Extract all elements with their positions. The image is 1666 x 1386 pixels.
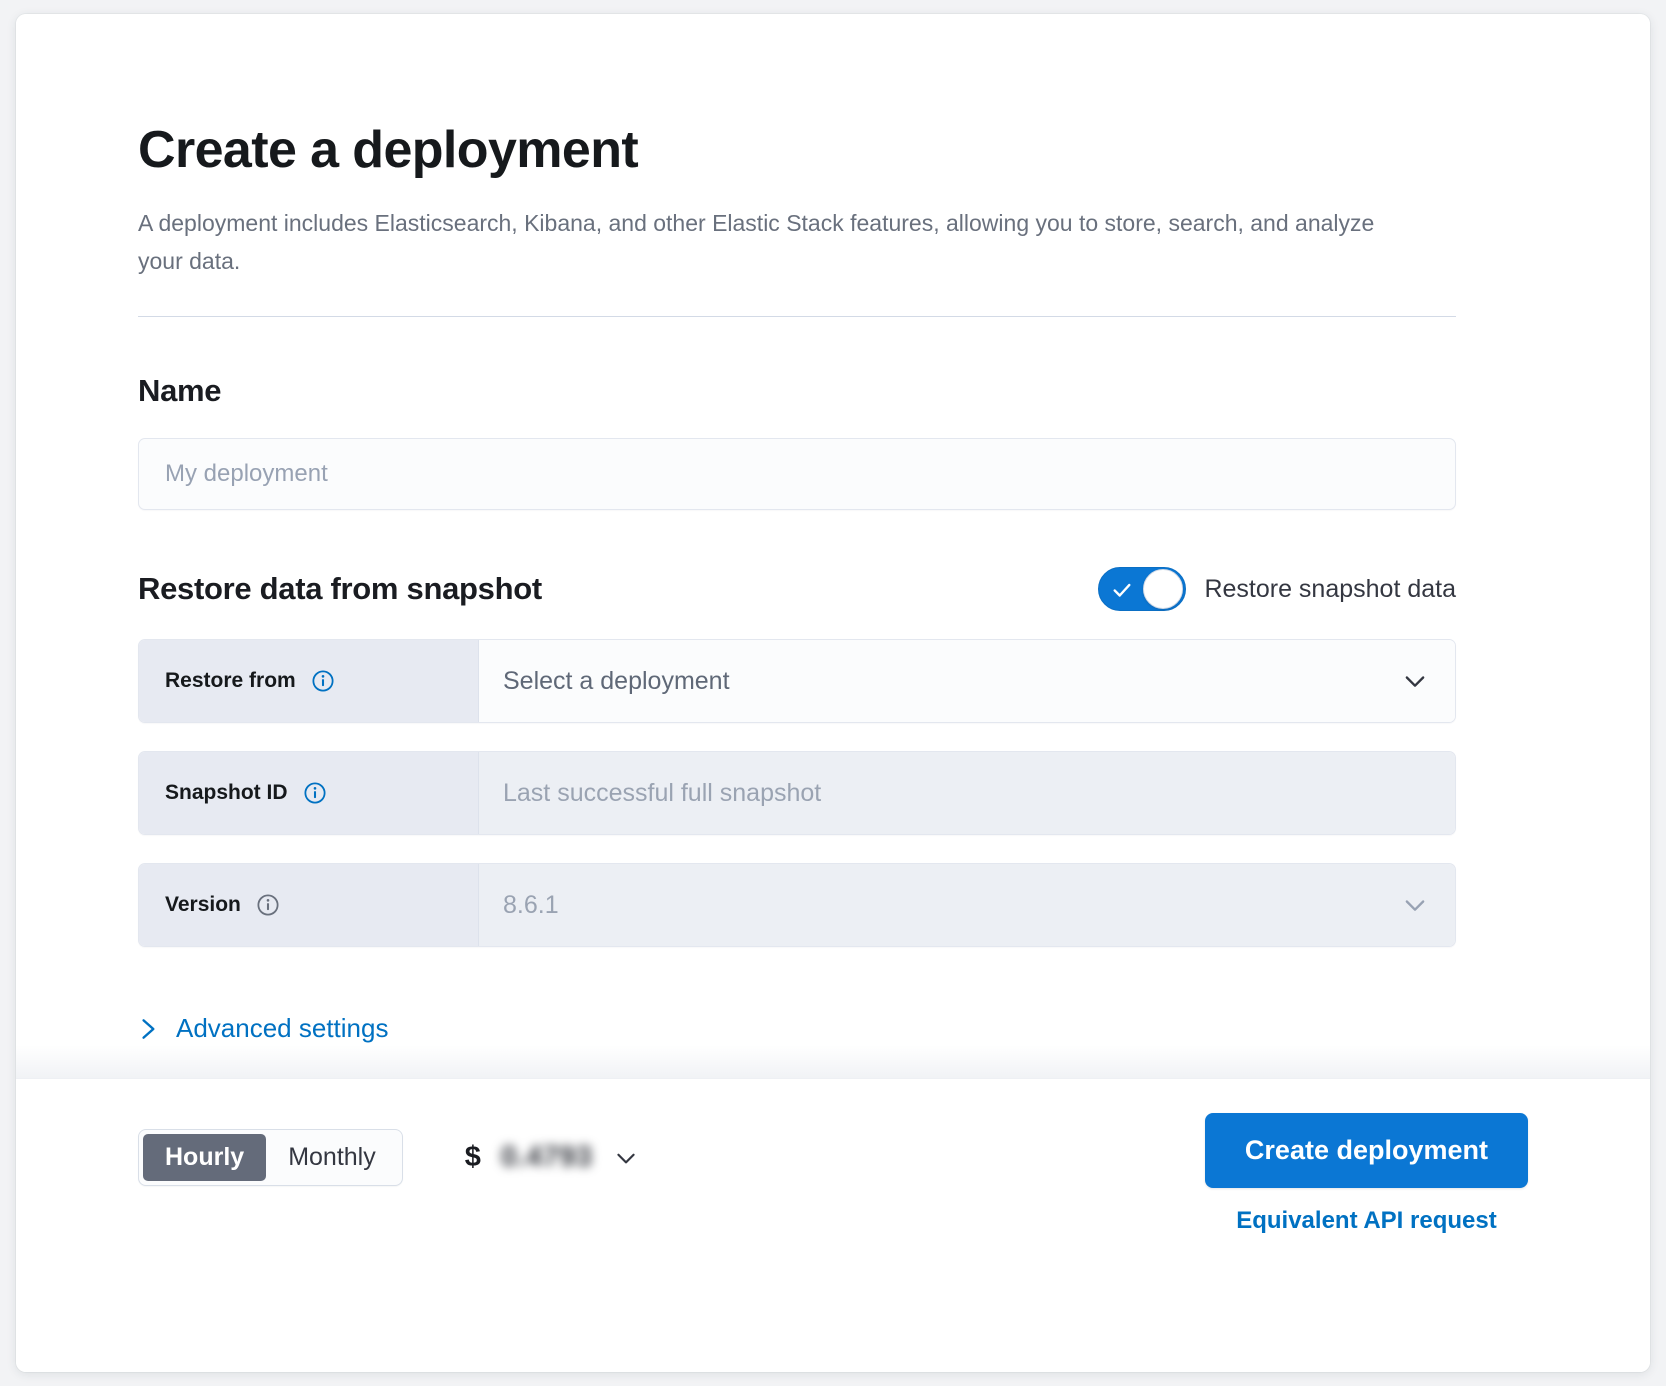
info-icon[interactable] [303, 782, 326, 804]
billing-period-switcher[interactable]: Hourly Monthly [138, 1129, 403, 1186]
snapshot-id-label-group: Snapshot ID [139, 752, 479, 835]
deployment-name-input[interactable]: My deployment [138, 438, 1456, 511]
billing-option-monthly[interactable]: Monthly [288, 1143, 376, 1171]
chevron-right-icon [142, 1018, 155, 1039]
chevron-down-icon[interactable] [613, 1145, 639, 1171]
restore-toggle-group[interactable]: Restore snapshot data [1098, 567, 1456, 612]
page-subtitle: A deployment includes Elasticsearch, Kib… [138, 210, 1375, 275]
restore-toggle-label: Restore snapshot data [1204, 574, 1456, 603]
restore-section-header: Restore data from snapshot Restore snaps… [138, 567, 1456, 612]
page-title: Create a deployment [138, 121, 639, 179]
chevron-down-icon [1405, 900, 1425, 911]
header-divider [138, 316, 1456, 318]
name-section-heading: Name [138, 373, 222, 409]
price-display[interactable]: $ 0.4793 [465, 1141, 639, 1174]
snapshot-id-input: Last successful full snapshot [479, 752, 1455, 835]
advanced-settings-toggle[interactable]: Advanced settings [138, 1013, 388, 1044]
snapshot-id-row: Snapshot ID Last successful full snapsho… [138, 751, 1456, 836]
billing-option-hourly[interactable]: Hourly [143, 1134, 267, 1181]
version-select: 8.6.1 [479, 864, 1455, 947]
equivalent-api-request-link[interactable]: Equivalent API request [1236, 1207, 1497, 1234]
price-amount: 0.4793 [500, 1141, 593, 1173]
version-row: Version 8.6.1 [138, 863, 1456, 948]
deployment-name-placeholder: My deployment [165, 460, 328, 488]
restore-from-label-group: Restore from [139, 640, 479, 723]
card-footer: Hourly Monthly $ 0.4793 Create deploymen… [16, 1045, 1650, 1372]
create-deployment-button[interactable]: Create deployment [1204, 1113, 1528, 1188]
snapshot-id-label: Snapshot ID [165, 781, 288, 805]
restore-from-value: Select a deployment [503, 666, 730, 695]
chevron-down-icon[interactable] [1401, 667, 1429, 695]
info-icon[interactable] [257, 894, 279, 916]
check-icon [1113, 583, 1131, 597]
version-label: Version [165, 893, 241, 917]
card-body: Create a deployment A deployment include… [16, 14, 1650, 1078]
advanced-settings-label: Advanced settings [176, 1013, 389, 1044]
restore-section-heading: Restore data from snapshot [138, 571, 542, 607]
restore-from-row[interactable]: Restore from Select a deployment [138, 639, 1456, 724]
restore-from-label: Restore from [165, 669, 296, 693]
snapshot-id-value: Last successful full snapshot [503, 778, 822, 807]
restore-snapshot-toggle[interactable] [1098, 567, 1187, 612]
toggle-knob [1143, 569, 1184, 610]
version-label-group: Version [139, 864, 479, 947]
create-deployment-card: Create a deployment A deployment include… [16, 14, 1650, 1372]
version-value: 8.6.1 [503, 890, 559, 919]
restore-from-select[interactable]: Select a deployment [479, 640, 1455, 723]
currency-symbol: $ [464, 1141, 481, 1173]
info-icon[interactable] [312, 670, 334, 692]
footer-actions: Create deployment Equivalent API request [1204, 1113, 1528, 1235]
billing-group: Hourly Monthly $ 0.4793 [138, 1129, 639, 1186]
